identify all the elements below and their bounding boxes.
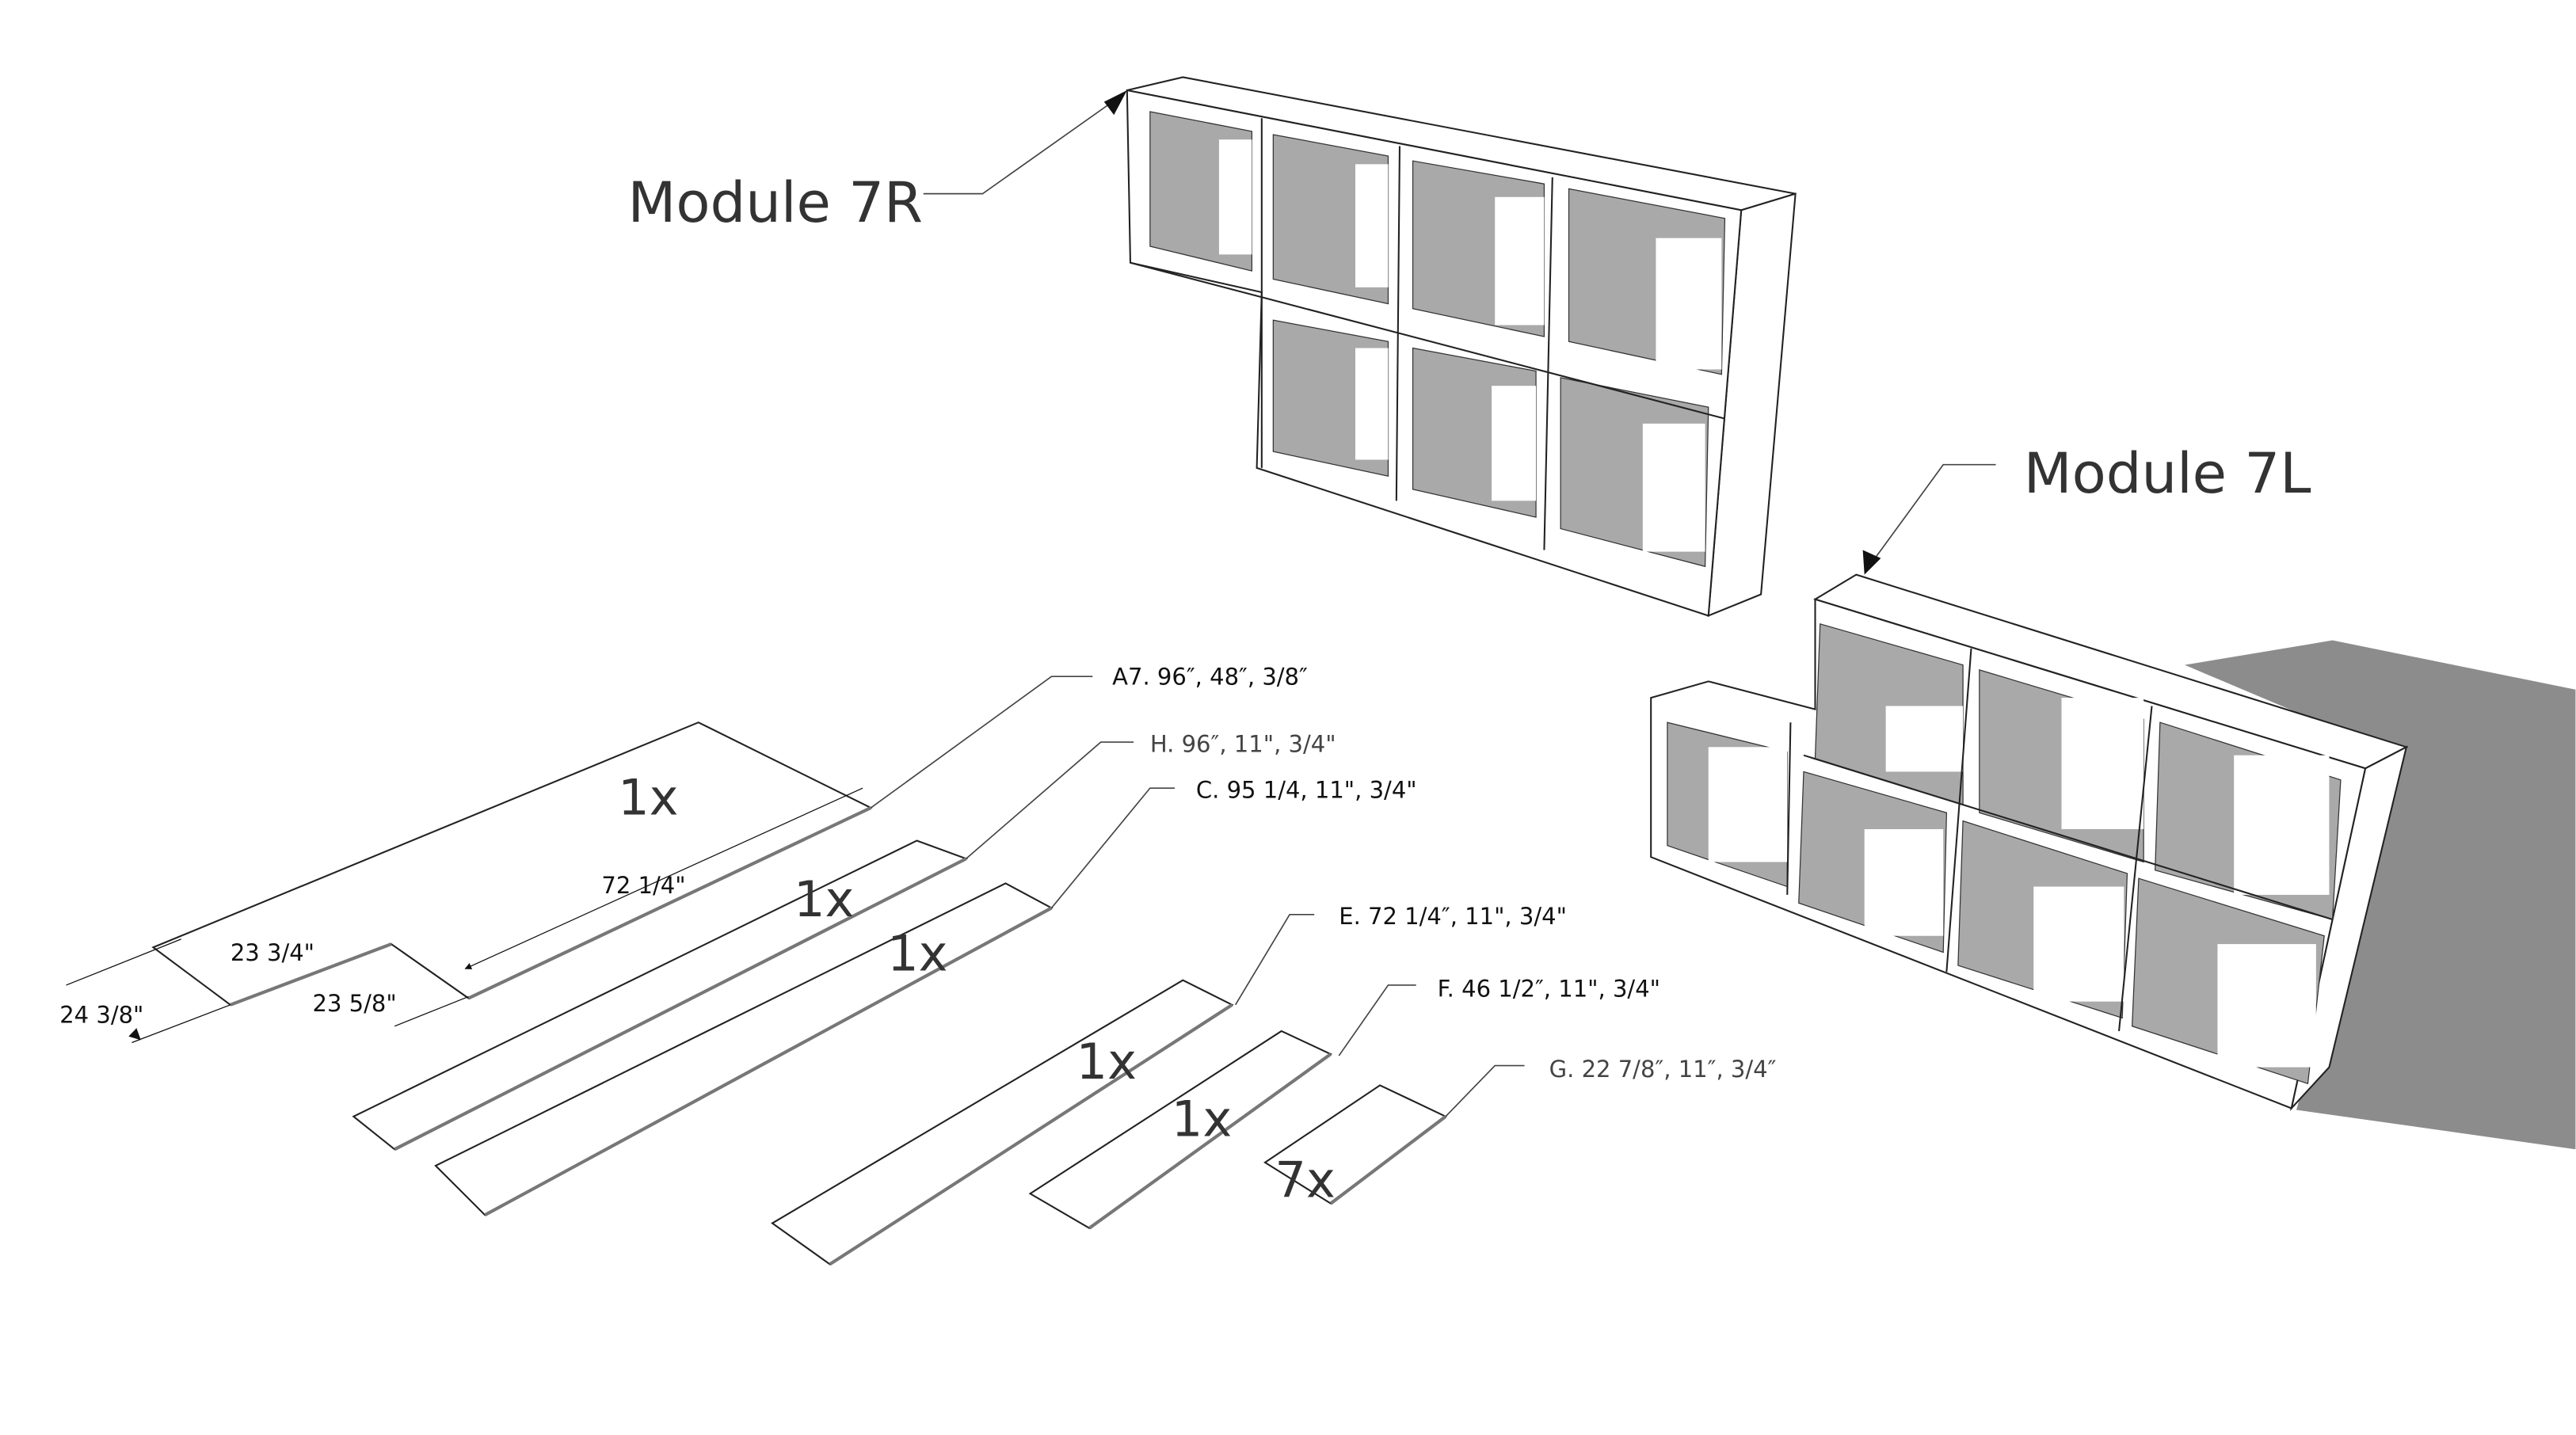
module-7r-shelf xyxy=(1126,76,1797,618)
module-7r-cells xyxy=(1130,111,1726,568)
dimension-23-3-4: 23 3/4" xyxy=(231,939,314,966)
board-h: 1x xyxy=(352,839,969,1151)
module-7l-label: Module 7L xyxy=(2024,441,2311,506)
board-g: 7x xyxy=(1263,1084,1448,1209)
board-g-qty: 7x xyxy=(1275,1151,1335,1209)
cast-shadow xyxy=(2184,640,2576,1150)
part-e-label: E. 72 1/4″, 11", 3/4" xyxy=(1339,903,1567,930)
part-h-label: H. 96″, 11", 3/4" xyxy=(1150,731,1336,758)
board-c-qty: 1x xyxy=(887,924,947,982)
dimension-24-3-8: 24 3/8" xyxy=(59,1002,143,1029)
dimension-72-1-4: 72 1/4" xyxy=(601,872,685,899)
part-a7-label: A7. 96″, 48″, 3/8″ xyxy=(1112,664,1308,691)
part-f-label: F. 46 1/2″, 11", 3/4" xyxy=(1438,975,1660,1002)
board-e-qty: 1x xyxy=(1077,1033,1137,1091)
board-f: 1x xyxy=(1028,1030,1332,1230)
module-7r-label: Module 7R xyxy=(628,170,923,235)
dimension-lines: 24 3/8" 23 3/4" 23 5/8" 72 1/4" xyxy=(59,787,863,1044)
board-a7-qty: 1x xyxy=(618,768,678,826)
module-7l-shelf xyxy=(1650,573,2576,1150)
board-f-qty: 1x xyxy=(1172,1091,1232,1148)
dimension-23-5-8: 23 5/8" xyxy=(313,990,397,1017)
part-c-label: C. 95 1/4, 11", 3/4" xyxy=(1196,777,1417,804)
board-e: 1x xyxy=(771,979,1234,1266)
module-7l-cells xyxy=(1667,623,2342,1085)
board-h-qty: 1x xyxy=(794,870,854,928)
part-g-label: G. 22 7/8″, 11″, 3/4″ xyxy=(1549,1056,1777,1083)
